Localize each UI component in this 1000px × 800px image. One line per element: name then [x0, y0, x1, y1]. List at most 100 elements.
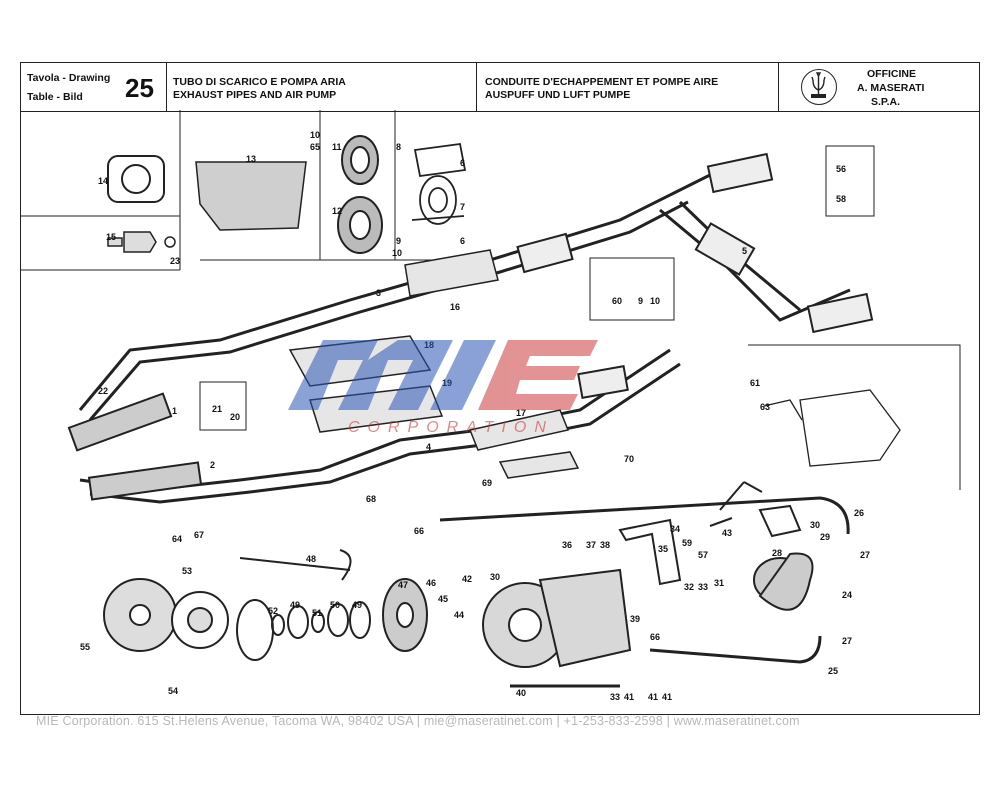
callout-70: 70 [624, 454, 634, 464]
callout-66b: 66 [650, 632, 660, 642]
gasket-part-14 [107, 155, 165, 203]
callout-69: 69 [482, 478, 492, 488]
callout-2: 2 [210, 460, 215, 470]
title-fr-de-cell: CONDUITE D'ECHAPPEMENT ET POMPE AIRE AUS… [477, 63, 779, 111]
callout-37: 37 [586, 540, 596, 550]
callout-11: 11 [332, 142, 342, 152]
exploded-parts-diagram: 10 65 13 11 8 6 14 7 12 9 6 10 15 23 3 1… [20, 110, 961, 702]
callout-33: 33 [698, 582, 708, 592]
table-label-it: Tavola - Drawing [27, 72, 111, 84]
pump-bracket-part-43 [709, 481, 802, 538]
callout-10: 10 [310, 130, 320, 140]
drawing-sheet: Tavola - Drawing Table - Bild 25 TUBO DI… [20, 62, 980, 715]
callout-17: 17 [516, 408, 526, 418]
callout-23: 23 [170, 256, 180, 266]
callout-26: 26 [854, 508, 864, 518]
callout-56: 56 [836, 164, 846, 174]
bracket-part-35 [618, 518, 682, 586]
callout-48: 48 [306, 554, 316, 564]
callout-10c: 10 [650, 296, 660, 306]
callout-labels: 10 65 13 11 8 6 14 7 12 9 6 10 15 23 3 1… [80, 130, 870, 702]
callout-21: 21 [212, 404, 222, 414]
callout-64: 64 [172, 534, 182, 544]
callout-66: 66 [414, 526, 424, 536]
callout-3: 3 [376, 288, 381, 298]
callout-25: 25 [828, 666, 838, 676]
maserati-trident-logo [801, 69, 837, 105]
company-line2: A. MASERATI [857, 82, 925, 94]
company-line3: S.P.A. [871, 96, 900, 108]
callout-13: 13 [246, 154, 256, 164]
callout-61: 61 [750, 378, 760, 388]
callout-36: 36 [562, 540, 572, 550]
callout-49b: 49 [352, 600, 362, 610]
callout-49: 49 [290, 600, 300, 610]
callout-29: 29 [820, 532, 830, 542]
company-line1: OFFICINE [867, 68, 916, 80]
callout-24: 24 [842, 590, 852, 600]
callout-52: 52 [268, 606, 278, 616]
pump-pulley-part-47 [382, 578, 428, 652]
callout-14: 14 [98, 176, 108, 186]
footer-contact: MIE Corporation. 615 St.Helens Avenue, T… [36, 714, 800, 728]
title-en: EXHAUST PIPES AND AIR PUMP [173, 89, 337, 101]
callout-33b: 33 [610, 692, 620, 702]
engine-inset-part-61 [763, 389, 901, 467]
watermark-subtext: CORPORATION [348, 419, 554, 436]
table-label-de: Table - Bild [27, 91, 83, 103]
callout-8: 8 [396, 142, 401, 152]
callout-4: 4 [426, 442, 431, 452]
callout-47: 47 [398, 580, 408, 590]
callout-65: 65 [310, 142, 320, 152]
callout-15: 15 [106, 232, 116, 242]
callout-67: 67 [194, 530, 204, 540]
air-pump-body-part-39 [482, 568, 632, 668]
air-hoses-parts-25-26 [439, 496, 850, 688]
callout-35: 35 [658, 544, 668, 554]
callout-6: 6 [460, 158, 465, 168]
callout-41b: 41 [648, 692, 658, 702]
callout-1: 1 [172, 406, 177, 416]
hanger-bracket-part-7 [411, 142, 467, 225]
callout-58: 58 [836, 194, 846, 204]
callout-51: 51 [312, 608, 322, 618]
callout-41: 41 [624, 692, 634, 702]
exhaust-manifold-parts [67, 392, 203, 501]
table-number: 25 [125, 73, 154, 103]
callout-34: 34 [670, 524, 680, 534]
valve-part-15 [107, 231, 176, 253]
callout-32: 32 [684, 582, 694, 592]
callout-9c: 9 [638, 296, 643, 306]
callout-12: 12 [332, 206, 342, 216]
callout-30b: 30 [490, 572, 500, 582]
callout-42: 42 [462, 574, 472, 584]
callout-57: 57 [698, 550, 708, 560]
callout-39: 39 [630, 614, 640, 624]
heat-shield-part-13 [195, 161, 307, 231]
title-it-en-cell: TUBO DI SCARICO E POMPA ARIA EXHAUST PIP… [167, 63, 477, 111]
callout-60: 60 [612, 296, 622, 306]
callout-31: 31 [714, 578, 724, 588]
diverter-valve-part-24 [753, 552, 814, 611]
callout-27b: 27 [842, 636, 852, 646]
callout-30: 30 [810, 520, 820, 530]
callout-59: 59 [682, 538, 692, 548]
callout-28: 28 [772, 548, 782, 558]
callout-6b: 6 [460, 236, 465, 246]
company-cell: OFFICINE A. MASERATI S.P.A. [779, 63, 979, 111]
callout-41c: 41 [662, 692, 672, 702]
callout-54: 54 [168, 686, 178, 696]
title-block: Tavola - Drawing Table - Bild 25 TUBO DI… [21, 63, 979, 112]
callout-44: 44 [454, 610, 464, 620]
callout-7: 7 [460, 202, 465, 212]
callout-40: 40 [516, 688, 526, 698]
mie-watermark-logo: CORPORATION [288, 340, 598, 436]
table-number-cell: Tavola - Drawing Table - Bild 25 [21, 63, 167, 111]
silencer-parts [516, 152, 874, 399]
callout-63: 63 [760, 402, 770, 412]
snap-rings-parts [236, 599, 371, 661]
title-it: TUBO DI SCARICO E POMPA ARIA [173, 76, 346, 88]
callout-38: 38 [600, 540, 610, 550]
callout-5: 5 [742, 246, 747, 256]
title-de: AUSPUFF UND LUFT PUMPE [485, 89, 631, 101]
